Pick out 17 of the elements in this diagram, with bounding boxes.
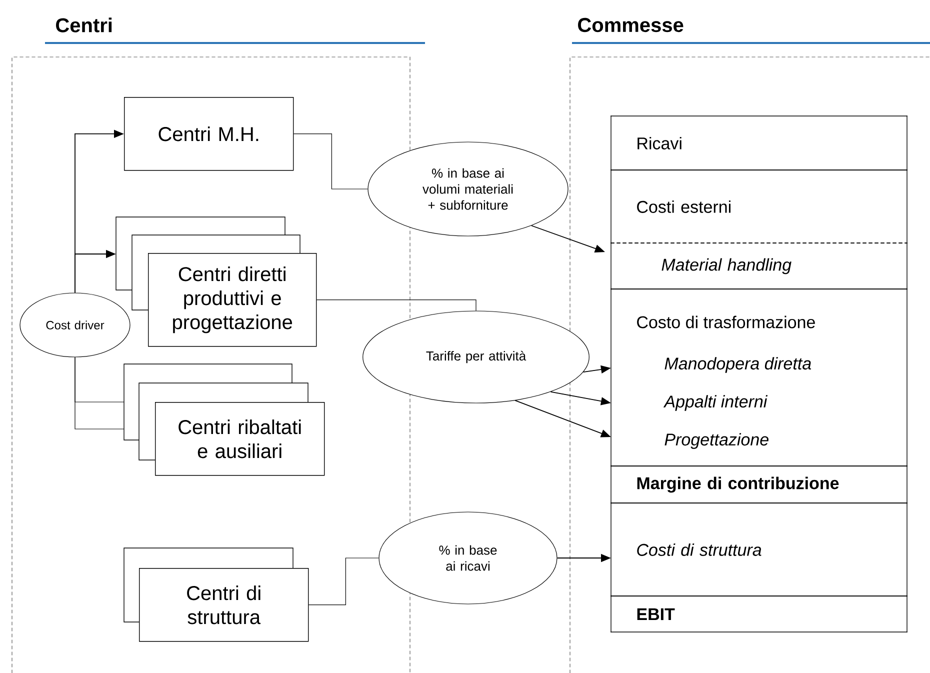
process-box: Centri M.H. [124,97,294,171]
table-row: Costo di trasformazione Manodopera diretta Appalti interni Progettazione [610,288,908,466]
table-row: Costi di struttura [610,502,908,596]
table-row: Ricavi [610,116,908,170]
table-row: EBIT [610,596,908,632]
connector-line [308,558,379,606]
connector-line [293,134,368,190]
connector-line [74,357,124,430]
stacked-boxes: Centri di struttura [124,548,309,642]
heading: Centri [56,18,112,32]
heading: Commesse [578,18,684,32]
connector-line [316,300,476,311]
stacked-boxes: Centri diretti produttivi e progettazione [116,216,317,347]
table-row: Margine di contribuzione [610,466,908,504]
stacked-boxes: Centri ribaltati e ausiliari [124,364,325,476]
table-row: Costi esterni [610,170,908,244]
table-row: Material handling [610,242,908,290]
